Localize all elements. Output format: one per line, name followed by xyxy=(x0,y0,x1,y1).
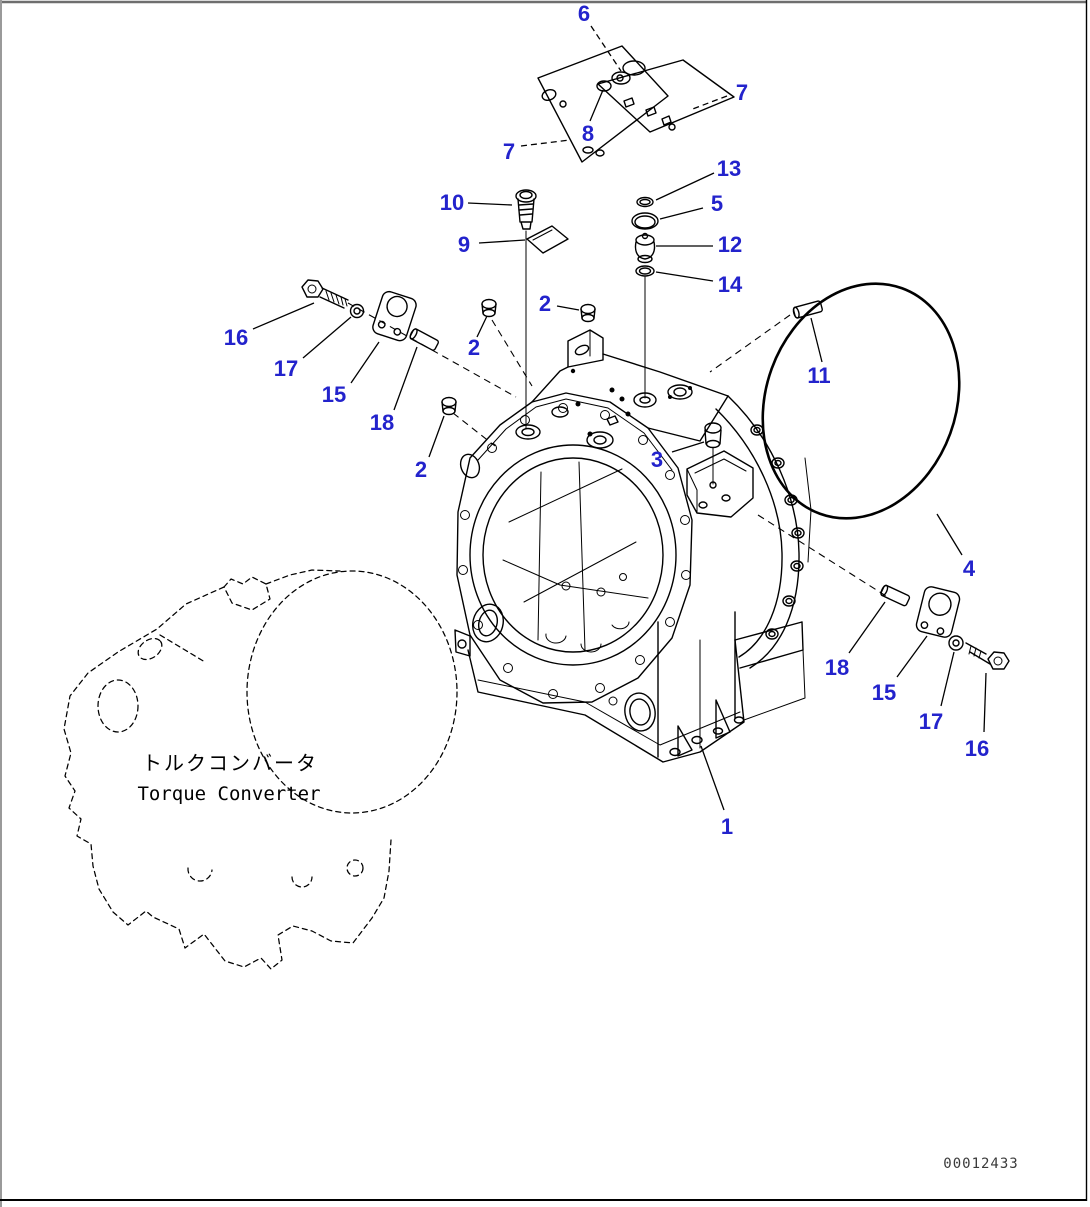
transmission-case xyxy=(454,329,812,763)
washer-17b xyxy=(948,635,964,651)
ring-14 xyxy=(635,265,655,399)
plug-2c xyxy=(441,396,457,416)
leader-line-4 xyxy=(936,513,963,556)
leader-line-2a xyxy=(556,305,580,311)
o-ring-4 xyxy=(761,282,961,520)
callout-1: 1 xyxy=(721,814,733,839)
callout-layer: 6 7 8 7 13 10 5 9 12 14 2 16 2 17 15 11 18 3 2 4 18 15 17 16 1 xyxy=(224,1,989,839)
leader-line-8 xyxy=(589,89,604,122)
leader-line-11 xyxy=(810,317,823,363)
callout-11: 11 xyxy=(807,363,830,388)
washer-17a xyxy=(349,303,365,319)
leader-line-16b xyxy=(983,672,987,733)
callout-15b: 15 xyxy=(872,680,896,705)
callout-2c: 2 xyxy=(415,457,427,482)
leader-line-7a xyxy=(689,95,728,111)
callout-6: 6 xyxy=(578,1,590,26)
callout-17b: 17 xyxy=(919,709,943,734)
callout-18a: 18 xyxy=(370,410,394,435)
leader-line-15b xyxy=(896,635,928,678)
leader-line-17b xyxy=(940,651,955,707)
torque-converter-label-ja: トルクコンバータ xyxy=(142,751,318,775)
pin-11 xyxy=(792,300,823,319)
callout-7a: 7 xyxy=(736,80,748,105)
leader-line-14 xyxy=(655,271,714,282)
leader-line-5 xyxy=(659,207,704,220)
callout-5: 5 xyxy=(711,191,723,216)
callout-18b: 18 xyxy=(825,655,849,680)
callout-17a: 17 xyxy=(274,356,298,381)
pin-18b xyxy=(880,584,911,607)
leader-line-10 xyxy=(467,202,513,206)
plug-2b xyxy=(481,298,497,318)
plug-2a xyxy=(580,303,596,323)
plug-10 xyxy=(515,189,537,429)
bolt-16b xyxy=(965,642,1010,670)
gasket-plates-7 xyxy=(537,45,735,163)
callout-9: 9 xyxy=(458,232,470,257)
callout-4: 4 xyxy=(963,556,976,581)
callout-2a: 2 xyxy=(539,291,551,316)
leader-line-2b xyxy=(476,315,488,338)
leader-line-18b xyxy=(848,601,886,654)
cap-6 xyxy=(622,60,646,76)
callout-3: 3 xyxy=(651,447,663,472)
callout-16b: 16 xyxy=(965,736,989,761)
callout-14: 14 xyxy=(718,272,743,297)
leader-line-7b xyxy=(520,139,571,147)
leader-line-6 xyxy=(590,25,622,72)
plate-15a xyxy=(372,290,417,342)
leader-line-13 xyxy=(655,172,715,201)
shim-9 xyxy=(526,225,569,254)
cap-8 xyxy=(596,80,612,92)
ring-13 xyxy=(636,196,654,208)
drawing-number: 00012433 xyxy=(943,1156,1018,1172)
leader-line-15a xyxy=(350,341,380,384)
bracket-3 xyxy=(686,450,754,518)
callout-13: 13 xyxy=(717,156,741,181)
leader-line-16a xyxy=(252,302,315,330)
leader-line-2c xyxy=(428,415,445,458)
callout-2b: 2 xyxy=(468,335,480,360)
leader-line-17a xyxy=(302,316,352,359)
breather-12 xyxy=(634,232,656,264)
leader-line-9 xyxy=(478,239,526,244)
bolt-16a xyxy=(301,279,349,309)
torque-converter-label-en: Torque Converter xyxy=(137,783,320,805)
plate-15b xyxy=(915,586,961,638)
callout-8: 8 xyxy=(582,121,594,146)
leader-line-3 xyxy=(671,441,705,453)
leader-line-18a xyxy=(393,346,418,411)
callout-16a: 16 xyxy=(224,325,248,350)
callout-7b: 7 xyxy=(503,139,515,164)
leader-line-1 xyxy=(700,745,725,811)
callout-12: 12 xyxy=(718,232,742,257)
callout-10: 10 xyxy=(440,190,464,215)
torque-converter-outline xyxy=(63,569,458,970)
cap-5 xyxy=(631,212,659,230)
callout-15a: 15 xyxy=(322,382,346,407)
